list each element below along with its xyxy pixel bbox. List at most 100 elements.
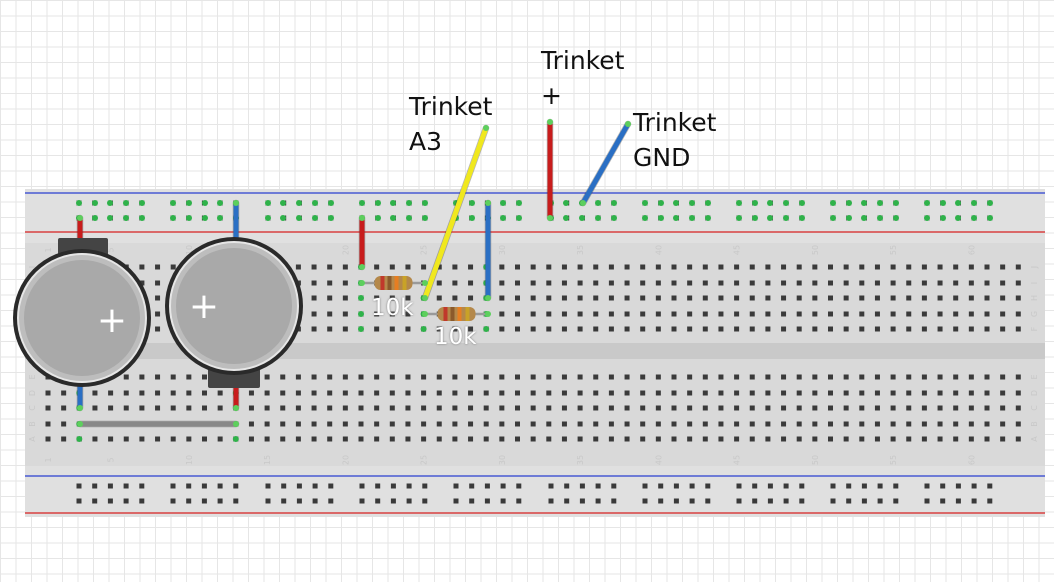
rail-hole bbox=[783, 483, 789, 489]
wire-trinket-gnd-end bbox=[580, 200, 586, 206]
hole bbox=[311, 421, 317, 427]
row-letter: D bbox=[28, 390, 37, 396]
hole bbox=[687, 374, 693, 380]
rail-hole bbox=[595, 498, 601, 504]
hole bbox=[139, 280, 145, 286]
hole bbox=[718, 326, 724, 332]
resistor-1-band bbox=[387, 276, 392, 290]
rail-hole bbox=[987, 498, 993, 504]
hole bbox=[812, 421, 818, 427]
label-trinket-gnd: Trinket GND bbox=[633, 108, 717, 172]
connected-hole bbox=[123, 215, 129, 221]
connected-hole bbox=[406, 200, 412, 206]
wire-blue-rail-end bbox=[485, 295, 491, 301]
hole bbox=[546, 311, 552, 317]
hole bbox=[687, 311, 693, 317]
hole bbox=[608, 374, 614, 380]
connected-hole bbox=[500, 215, 506, 221]
hole bbox=[468, 390, 474, 396]
hole bbox=[843, 311, 849, 317]
hole bbox=[155, 326, 161, 332]
hole bbox=[436, 326, 442, 332]
hole bbox=[561, 436, 567, 442]
hole bbox=[953, 374, 959, 380]
hole bbox=[671, 264, 677, 270]
hole bbox=[499, 295, 505, 301]
hole bbox=[468, 264, 474, 270]
hole bbox=[906, 295, 912, 301]
hole bbox=[248, 421, 254, 427]
hole bbox=[577, 421, 583, 427]
wire-blue-rail-end bbox=[485, 200, 491, 206]
hole bbox=[984, 280, 990, 286]
hole bbox=[765, 436, 771, 442]
hole bbox=[389, 390, 395, 396]
connected-hole bbox=[971, 200, 977, 206]
hole bbox=[202, 374, 207, 380]
label-trinket-a3: Trinket A3 bbox=[409, 92, 493, 156]
hole bbox=[515, 390, 520, 396]
top-power-rail bbox=[25, 189, 1045, 243]
connected-hole bbox=[955, 215, 961, 221]
hole bbox=[405, 436, 411, 442]
hole bbox=[984, 374, 990, 380]
hole bbox=[1000, 280, 1006, 286]
hole bbox=[655, 295, 661, 301]
hole bbox=[734, 264, 740, 270]
hole bbox=[155, 295, 161, 301]
hole bbox=[828, 374, 833, 380]
rail-hole bbox=[642, 483, 648, 489]
hole bbox=[123, 405, 129, 411]
hole bbox=[405, 326, 411, 332]
hole bbox=[311, 405, 317, 411]
hole bbox=[749, 436, 755, 442]
hole bbox=[781, 264, 787, 270]
hole bbox=[781, 405, 787, 411]
hole bbox=[874, 264, 880, 270]
rail-hole bbox=[673, 483, 679, 489]
rail-hole bbox=[799, 483, 805, 489]
row-letter: E bbox=[1030, 374, 1039, 379]
rail-hole bbox=[453, 498, 459, 504]
hole bbox=[859, 264, 865, 270]
hole bbox=[984, 436, 990, 442]
hole bbox=[327, 280, 333, 286]
connected-hole bbox=[563, 215, 569, 221]
hole bbox=[546, 295, 552, 301]
connected-hole bbox=[170, 215, 176, 221]
hole bbox=[921, 280, 927, 286]
column-number: 55 bbox=[889, 455, 898, 465]
rail-hole bbox=[500, 483, 506, 489]
hole bbox=[781, 390, 787, 396]
rail-hole bbox=[893, 498, 899, 504]
rail-hole bbox=[107, 483, 113, 489]
resistor-2-body bbox=[437, 307, 476, 321]
hole bbox=[953, 326, 959, 332]
hole bbox=[796, 280, 802, 286]
connected-hole bbox=[265, 215, 271, 221]
hole bbox=[874, 326, 880, 332]
connected-hole bbox=[107, 200, 113, 206]
rail-hole bbox=[516, 483, 522, 489]
hole bbox=[890, 326, 896, 332]
rail-hole bbox=[658, 498, 664, 504]
hole bbox=[374, 390, 380, 396]
resistor-2-band bbox=[443, 307, 448, 321]
rail-hole bbox=[861, 483, 867, 489]
hole bbox=[859, 326, 865, 332]
rail-hole bbox=[861, 498, 867, 504]
rail-hole bbox=[924, 498, 930, 504]
hole bbox=[1015, 326, 1021, 332]
hole bbox=[342, 421, 348, 427]
rail-hole bbox=[453, 483, 459, 489]
hole bbox=[1000, 421, 1006, 427]
rail-hole bbox=[595, 483, 601, 489]
rail-hole bbox=[76, 483, 82, 489]
hole bbox=[515, 295, 520, 301]
row-letter: D bbox=[1030, 390, 1039, 396]
hole bbox=[577, 280, 583, 286]
hole bbox=[765, 295, 771, 301]
hole bbox=[311, 326, 317, 332]
hole bbox=[640, 295, 646, 301]
rail-hole bbox=[705, 483, 711, 489]
